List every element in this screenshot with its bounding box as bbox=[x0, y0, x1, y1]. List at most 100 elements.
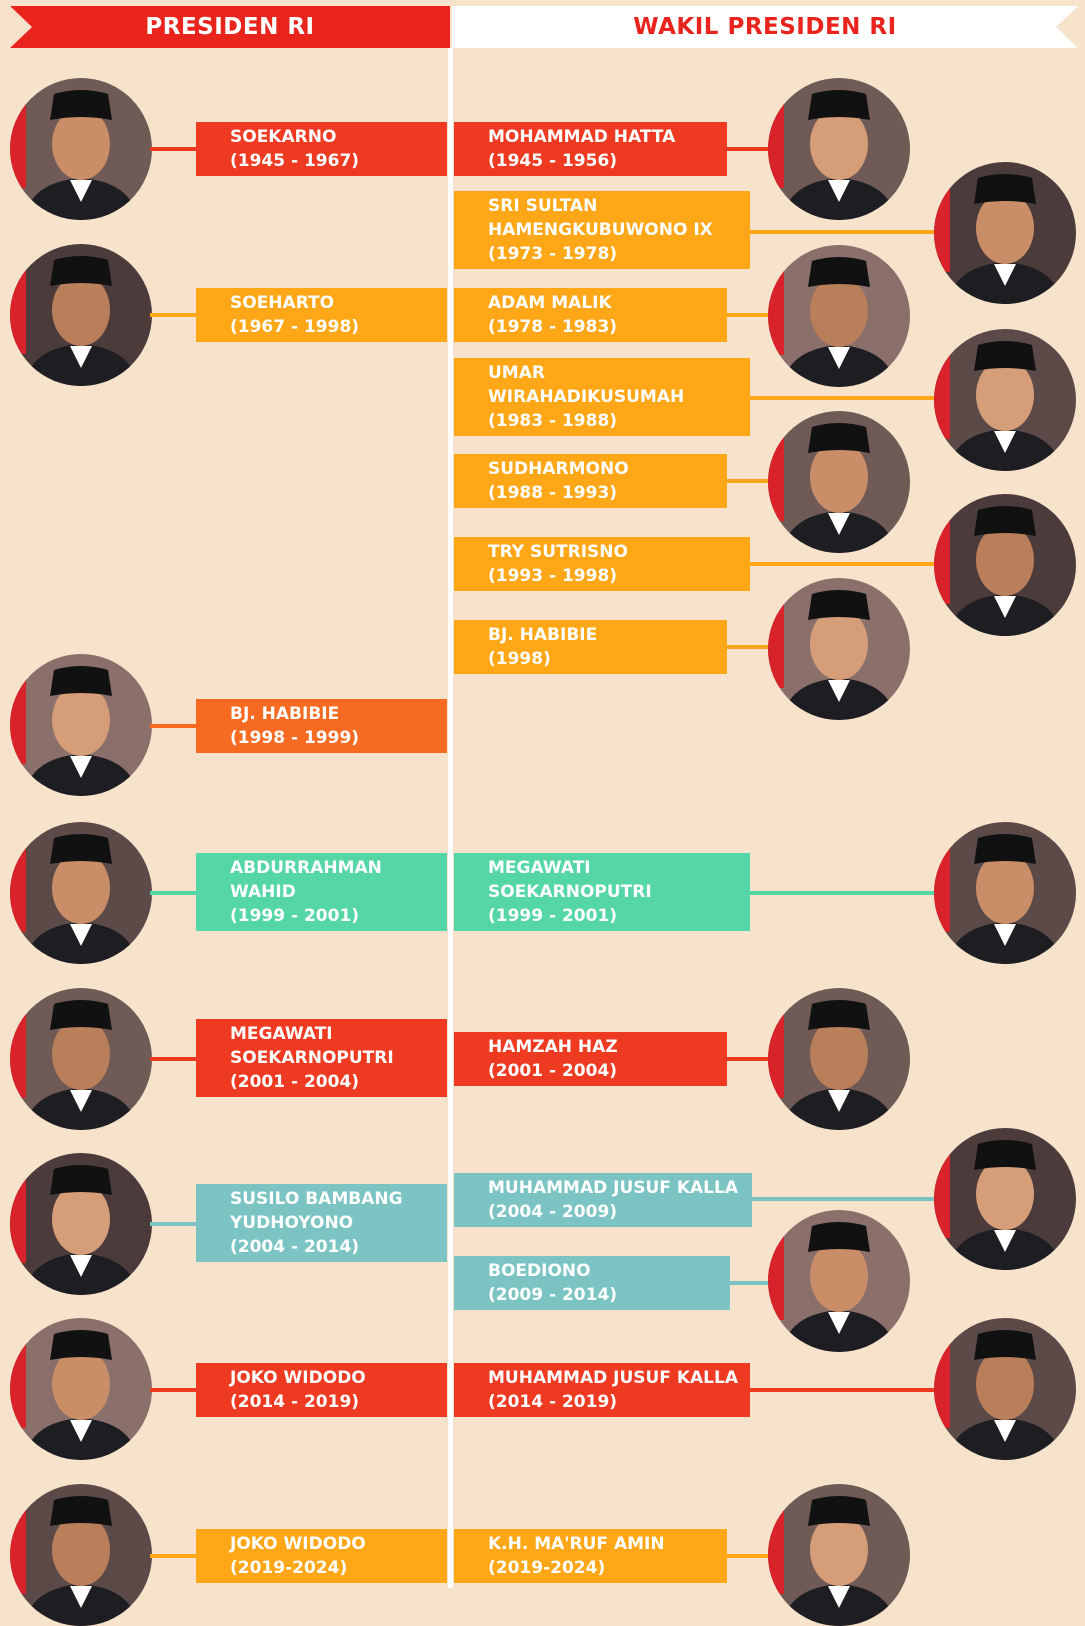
connector-line bbox=[730, 1281, 769, 1285]
vp-portrait-boediono bbox=[768, 1210, 910, 1352]
vp-portrait-sudharmono bbox=[768, 411, 910, 553]
portrait-silhouette-icon bbox=[10, 1318, 152, 1460]
vp-term: (2019-2024) bbox=[488, 1558, 606, 1578]
vp-name: BJ. HABIBIE bbox=[488, 625, 598, 645]
vp-name: K.H. MA'RUF AMIN bbox=[488, 1534, 665, 1554]
vp-card-mohammad-hatta: MOHAMMAD HATTA(1945 - 1956) bbox=[454, 122, 727, 176]
vp-portrait-umar-wirahadikusumah bbox=[934, 329, 1076, 471]
vp-name: MEGAWATI SOEKARNOPUTRI bbox=[488, 858, 652, 902]
portrait-silhouette-icon bbox=[934, 1128, 1076, 1270]
vp-term: (1983 - 1988) bbox=[488, 411, 618, 431]
portrait-silhouette-icon bbox=[10, 822, 152, 964]
president-card-soekarno: SOEKARNO(1945 - 1967) bbox=[196, 122, 447, 176]
portrait-silhouette-icon bbox=[10, 654, 152, 796]
vp-name: UMAR WIRAHADIKUSUMAH bbox=[488, 363, 685, 407]
connector-line bbox=[727, 645, 769, 649]
connector-line bbox=[150, 891, 196, 895]
vp-card-sudharmono: SUDHARMONO(1988 - 1993) bbox=[454, 454, 727, 508]
portrait-silhouette-icon bbox=[934, 822, 1076, 964]
vp-portrait-jusuf-kalla-1 bbox=[934, 1128, 1076, 1270]
vp-term: (2001 - 2004) bbox=[488, 1061, 618, 1081]
president-term: (2004 - 2014) bbox=[230, 1237, 360, 1257]
vp-term: (1993 - 1998) bbox=[488, 566, 618, 586]
connector-line bbox=[727, 1057, 769, 1061]
president-name: MEGAWATI SOEKARNOPUTRI bbox=[230, 1024, 394, 1068]
president-name: JOKO WIDODO bbox=[230, 1368, 366, 1388]
president-card-megawati: MEGAWATI SOEKARNOPUTRI(2001 - 2004) bbox=[196, 1019, 447, 1097]
vp-card-habibie: BJ. HABIBIE (1998) bbox=[454, 620, 727, 674]
vp-term: (2009 - 2014) bbox=[488, 1285, 618, 1305]
connector-line bbox=[727, 479, 769, 483]
president-name: BJ. HABIBIE bbox=[230, 704, 340, 724]
vp-card-umar-wirahadikusumah: UMAR WIRAHADIKUSUMAH (1983 - 1988) bbox=[454, 358, 750, 436]
vp-name: MUHAMMAD JUSUF KALLA bbox=[488, 1178, 738, 1198]
presiden-header: PRESIDEN RI bbox=[10, 6, 450, 48]
connector-line bbox=[750, 562, 935, 566]
president-name: JOKO WIDODO bbox=[230, 1534, 366, 1554]
portrait-silhouette-icon bbox=[768, 78, 910, 220]
vp-term: (1973 - 1978) bbox=[488, 244, 618, 264]
portrait-silhouette-icon bbox=[768, 578, 910, 720]
vp-term: (1998) bbox=[488, 649, 551, 669]
president-portrait-soeharto bbox=[10, 244, 152, 386]
vp-term: (1999 - 2001) bbox=[488, 906, 618, 926]
portrait-silhouette-icon bbox=[10, 1484, 152, 1626]
president-portrait-joko-widodo-2 bbox=[10, 1484, 152, 1626]
wakil-presiden-header: WAKIL PRESIDEN RI bbox=[452, 6, 1078, 48]
connector-line bbox=[150, 1057, 196, 1061]
vp-card-maruf-amin: K.H. MA'RUF AMIN (2019-2024) bbox=[454, 1529, 727, 1583]
connector-line bbox=[150, 313, 196, 317]
president-portrait-abdurrahman-wahid bbox=[10, 822, 152, 964]
vp-card-hamengkubuwono-ix: SRI SULTAN HAMENGKUBUWONO IX (1973 - 1978… bbox=[454, 191, 750, 269]
president-card-abdurrahman-wahid: ABDURRAHMAN WAHID(1999 - 2001) bbox=[196, 853, 447, 931]
vp-portrait-habibie bbox=[768, 578, 910, 720]
portrait-silhouette-icon bbox=[768, 988, 910, 1130]
portrait-silhouette-icon bbox=[10, 988, 152, 1130]
portrait-silhouette-icon bbox=[934, 329, 1076, 471]
connector-line bbox=[727, 1554, 769, 1558]
vp-portrait-hamengkubuwono-ix bbox=[934, 162, 1076, 304]
vp-name: ADAM MALIK bbox=[488, 293, 612, 313]
vp-card-try-sutrisno: TRY SUTRISNO (1993 - 1998) bbox=[454, 537, 750, 591]
connector-line bbox=[750, 1388, 935, 1392]
vp-portrait-adam-malik bbox=[768, 245, 910, 387]
connector-line bbox=[150, 1222, 196, 1226]
president-term: (2019-2024) bbox=[230, 1558, 348, 1578]
president-card-habibie: BJ. HABIBIE(1998 - 1999) bbox=[196, 699, 447, 753]
vp-portrait-try-sutrisno bbox=[934, 494, 1076, 636]
president-name: SOEKARNO bbox=[230, 127, 337, 147]
president-portrait-susilo-bambang-yudhoyono bbox=[10, 1153, 152, 1295]
connector-line bbox=[727, 147, 769, 151]
connector-line bbox=[150, 147, 196, 151]
vp-card-hamzah-haz: HAMZAH HAZ(2001 - 2004) bbox=[454, 1032, 727, 1086]
president-name: SOEHARTO bbox=[230, 293, 335, 313]
vp-name: SRI SULTAN HAMENGKUBUWONO IX bbox=[488, 196, 713, 240]
president-portrait-megawati bbox=[10, 988, 152, 1130]
vp-term: (1945 - 1956) bbox=[488, 151, 618, 171]
portrait-silhouette-icon bbox=[10, 244, 152, 386]
connector-line bbox=[750, 396, 935, 400]
president-card-soeharto: SOEHARTO (1967 - 1998) bbox=[196, 288, 447, 342]
connector-line bbox=[750, 230, 935, 234]
vp-portrait-hamzah-haz bbox=[768, 988, 910, 1130]
president-term: (1967 - 1998) bbox=[230, 317, 360, 337]
connector-line bbox=[750, 891, 935, 895]
president-name: ABDURRAHMAN WAHID bbox=[230, 858, 382, 902]
vp-portrait-megawati bbox=[934, 822, 1076, 964]
connector-line bbox=[727, 313, 769, 317]
vp-term: (2004 - 2009) bbox=[488, 1202, 618, 1222]
portrait-silhouette-icon bbox=[10, 78, 152, 220]
vp-name: TRY SUTRISNO bbox=[488, 542, 628, 562]
connector-line bbox=[752, 1197, 935, 1201]
vp-card-jusuf-kalla-1: MUHAMMAD JUSUF KALLA (2004 - 2009) bbox=[454, 1173, 752, 1227]
vp-term: (1978 - 1983) bbox=[488, 317, 618, 337]
vp-name: MUHAMMAD JUSUF KALLA bbox=[488, 1368, 738, 1388]
vp-name: BOEDIONO bbox=[488, 1261, 591, 1281]
connector-line bbox=[150, 724, 196, 728]
vp-card-adam-malik: ADAM MALIK (1978 - 1983) bbox=[454, 288, 727, 342]
vp-name: SUDHARMONO bbox=[488, 459, 629, 479]
presiden-header-title: PRESIDEN RI bbox=[145, 14, 315, 40]
portrait-silhouette-icon bbox=[768, 245, 910, 387]
wakil-presiden-header-title: WAKIL PRESIDEN RI bbox=[633, 14, 897, 40]
connector-line bbox=[150, 1554, 196, 1558]
